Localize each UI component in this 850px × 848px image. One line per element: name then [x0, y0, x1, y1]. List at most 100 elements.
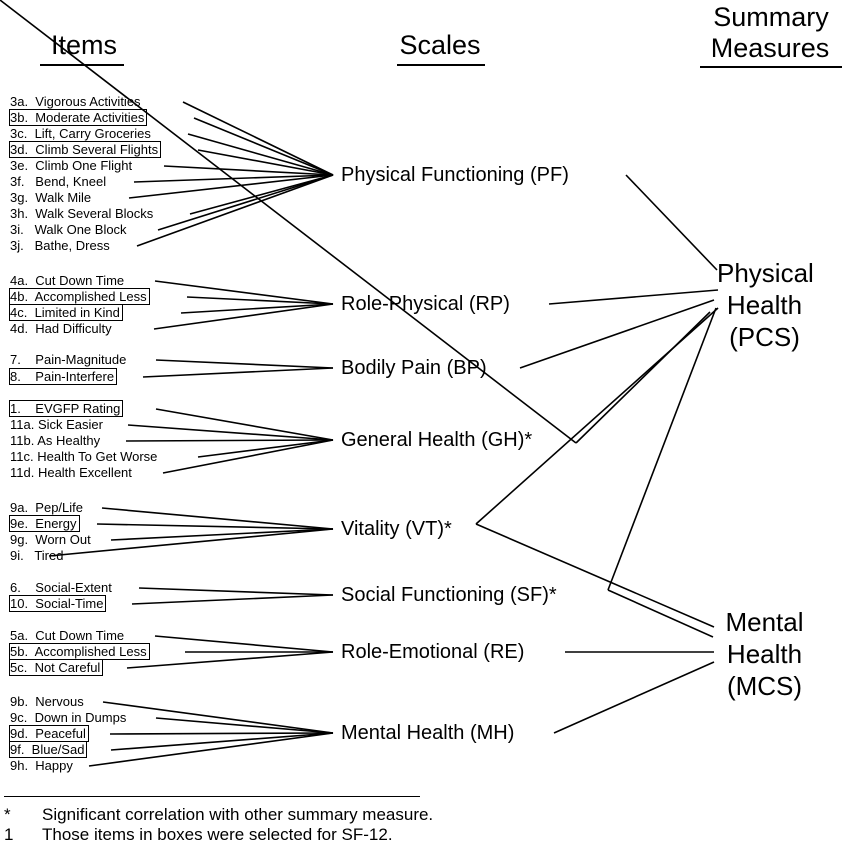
item-to-scale-line	[197, 149, 334, 176]
item-to-scale-line	[189, 174, 334, 215]
item-label: 9b. Nervous	[10, 694, 84, 709]
item-label: 9g. Worn Out	[10, 532, 91, 547]
item-label: 3a. Vigorous Activities	[10, 94, 141, 109]
item-to-scale-line	[186, 296, 334, 305]
item-to-scale-line	[126, 651, 334, 669]
scale-label: Mental Health (MH)	[341, 722, 515, 744]
item-to-scale-line	[110, 732, 334, 751]
item-to-scale-line	[182, 101, 334, 176]
scale-label: Role-Physical (RP)	[341, 293, 510, 315]
item-label-boxed: 4c. Limited in Kind	[9, 304, 123, 321]
header-summary-line1: Summary	[713, 2, 829, 32]
item-label: 5a. Cut Down Time	[10, 628, 125, 643]
scale-to-summary-line	[0, 0, 577, 444]
item-to-scale-line	[101, 507, 334, 530]
item-to-scale-line	[133, 174, 334, 183]
item-to-scale-line	[125, 439, 334, 442]
footnote-one: 1 Those items in boxes were selected for …	[4, 826, 393, 844]
item-label-boxed: 4b. Accomplished Less	[9, 288, 150, 305]
item-label: 3c. Lift, Carry Groceries	[10, 126, 151, 141]
item-label-boxed: 9f. Blue/Sad	[8, 741, 88, 758]
item-to-scale-line	[187, 133, 334, 176]
footnote-mark: *	[4, 805, 11, 824]
item-label-boxed: 9d. Peaceful	[9, 725, 89, 742]
item-to-scale-line	[154, 635, 334, 653]
scale-to-summary-line	[607, 307, 717, 591]
item-label: 4d. Had Difficulty	[10, 321, 112, 336]
item-to-scale-line	[142, 367, 334, 378]
summary-measure-line: Physical	[717, 258, 814, 288]
item-label-boxed: 1. EVGFP Rating	[8, 400, 124, 417]
item-to-scale-line	[128, 174, 334, 199]
item-label: 3g. Walk Mile	[10, 190, 92, 205]
item-label: 3i. Walk One Block	[10, 222, 127, 237]
item-to-scale-line	[157, 174, 334, 231]
scale-to-summary-line	[607, 589, 714, 638]
item-to-scale-line	[96, 523, 334, 530]
item-label: 9h. Happy	[10, 758, 73, 773]
scale-label: Vitality (VT)*	[341, 518, 452, 540]
item-to-scale-line	[197, 439, 334, 458]
item-to-scale-line	[110, 528, 334, 541]
scale-to-summary-line	[553, 661, 715, 734]
item-label-boxed: 10. Social-Time	[8, 595, 107, 612]
header-scales: Scales	[399, 30, 481, 60]
item-to-scale-line	[155, 717, 334, 734]
item-label: 11a. Sick Easier	[10, 417, 103, 432]
item-label: 11c. Health To Get Worse	[10, 449, 158, 464]
item-to-scale-line	[154, 280, 334, 305]
item-label: 3f. Bend, Kneel	[10, 174, 107, 189]
item-to-scale-line	[138, 587, 334, 596]
item-to-scale-line	[180, 303, 334, 314]
item-label: 3e. Climb One Flight	[10, 158, 133, 173]
item-label: 7. Pain-Magnitude	[10, 352, 127, 367]
item-to-scale-line	[88, 732, 334, 767]
header-summary-underline	[700, 66, 842, 68]
summary-measure-line: (MCS)	[726, 671, 803, 701]
item-label-boxed: 9e. Energy	[9, 515, 80, 532]
scale-label: Bodily Pain (BP)	[341, 357, 487, 379]
item-label: 6. Social-Extent	[10, 580, 112, 595]
scale-label: Role-Emotional (RE)	[341, 641, 525, 663]
scale-label: Social Functioning (SF)*	[341, 584, 557, 606]
item-label: 3j. Bathe, Dress	[10, 238, 110, 253]
item-label-boxed: 5c. Not Careful	[8, 659, 104, 676]
item-to-scale-line	[102, 701, 334, 734]
footnote-text: Those items in boxes were selected for S…	[42, 825, 393, 844]
scale-label: Physical Functioning (PF)	[341, 164, 569, 186]
item-label: 9i. Tired	[10, 548, 64, 563]
scale-to-summary-line	[475, 523, 715, 628]
item-label-boxed: 3b. Moderate Activities	[8, 109, 148, 126]
item-label: 11d. Health Excellent	[10, 465, 132, 480]
summary-measure-line: Health	[726, 639, 803, 669]
item-to-scale-line	[155, 408, 334, 441]
scale-to-summary-line	[625, 174, 718, 271]
item-label: 9c. Down in Dumps	[10, 710, 127, 725]
item-to-scale-line	[109, 732, 334, 735]
item-to-scale-line	[155, 359, 334, 369]
header-summary-line2: Measures	[710, 33, 830, 63]
header-items: Items	[50, 30, 117, 60]
summary-measure-line: Health	[726, 290, 803, 320]
item-to-scale-line	[48, 528, 334, 557]
footnote-text: Significant correlation with other summa…	[42, 805, 434, 824]
item-to-scale-line	[162, 439, 334, 474]
item-label-boxed: 3d. Climb Several Flights	[8, 141, 162, 158]
item-label: 3h. Walk Several Blocks	[10, 206, 154, 221]
item-label: 11b. As Healthy	[10, 433, 101, 448]
footnote-mark: 1	[4, 825, 14, 844]
item-to-scale-line	[163, 165, 334, 176]
item-label-boxed: 8. Pain-Interfere	[8, 368, 118, 385]
item-to-scale-line	[127, 424, 334, 441]
item-to-scale-line	[193, 117, 334, 176]
summary-measure-line: (PCS)	[729, 322, 800, 352]
scale-to-summary-line	[548, 289, 719, 305]
scale-to-summary-line	[575, 311, 711, 444]
item-to-scale-line	[153, 303, 334, 330]
item-to-scale-line	[131, 594, 334, 605]
scale-label: General Health (GH)*	[341, 429, 533, 451]
header-items-underline	[40, 64, 124, 66]
